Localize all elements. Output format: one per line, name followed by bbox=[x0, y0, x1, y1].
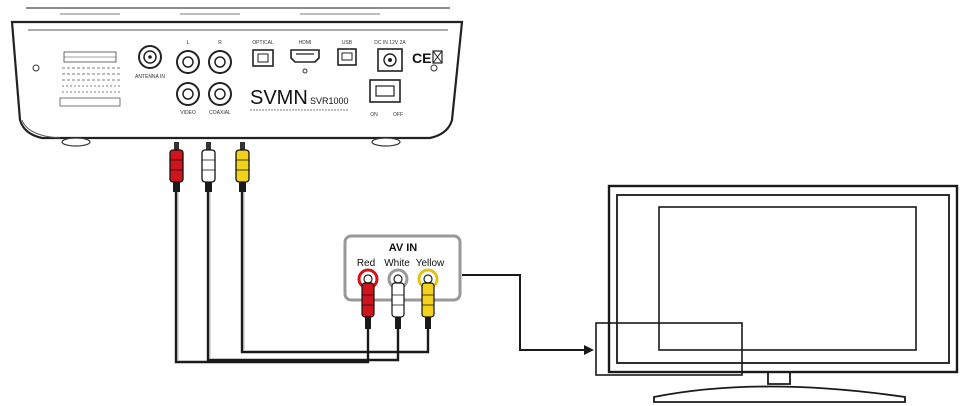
arrow-icon bbox=[584, 345, 594, 355]
brand-text: SVMN bbox=[250, 87, 308, 109]
dc-in-port: DC IN 12V 2A bbox=[374, 40, 406, 72]
panel-to-tv-connector bbox=[462, 274, 594, 355]
white-cable-wire bbox=[206, 190, 400, 362]
hdmi-port: HDMI bbox=[290, 40, 320, 74]
device-foot-left bbox=[61, 137, 91, 147]
red-panel-plug-icon bbox=[361, 282, 375, 329]
red-plug-icon bbox=[169, 142, 184, 192]
device-rear-panel: ANTENNA IN L R VIDEO COAXIAL OPTICAL bbox=[10, 7, 464, 147]
ce-mark-text: CE bbox=[412, 50, 431, 66]
usb-label: USB bbox=[342, 40, 353, 46]
switch-on-label: ON bbox=[370, 112, 378, 118]
coaxial-port: COAXIAL bbox=[208, 82, 232, 116]
rca-cables bbox=[169, 142, 430, 364]
coaxial-port-label: COAXIAL bbox=[209, 110, 231, 116]
audio-left-port: L bbox=[176, 40, 200, 74]
tv-stand bbox=[653, 385, 906, 403]
yellow-plug-icon bbox=[235, 142, 250, 192]
tv-icon bbox=[595, 184, 959, 403]
dc-in-label: DC IN 12V 2A bbox=[374, 40, 406, 46]
optical-port: OPTICAL bbox=[252, 40, 274, 67]
audio-right-port: R bbox=[208, 40, 232, 74]
red-cable-wire bbox=[174, 190, 370, 364]
ce-mark: CE bbox=[412, 50, 443, 66]
audio-right-label: R bbox=[218, 40, 222, 46]
switch-off-label: OFF bbox=[393, 112, 403, 118]
white-jack-label: White bbox=[384, 258, 410, 269]
antenna-in-label: ANTENNA IN bbox=[135, 74, 165, 80]
video-port-label: VIDEO bbox=[180, 110, 196, 116]
screw-icon bbox=[430, 64, 438, 72]
av-in-title: AV IN bbox=[389, 242, 418, 254]
device-foot-right bbox=[371, 137, 401, 147]
av-in-panel: AV IN Red White Yellow bbox=[343, 234, 462, 329]
screw-icon bbox=[32, 64, 40, 72]
usb-port: USB bbox=[337, 40, 357, 66]
tv-av-input-area bbox=[595, 322, 743, 376]
hdmi-label: HDMI bbox=[299, 40, 312, 46]
red-jack-label: Red bbox=[357, 258, 375, 269]
device-brand: SVMN SVR1000 bbox=[250, 87, 349, 111]
white-panel-plug-icon bbox=[391, 282, 405, 329]
white-plug-icon bbox=[201, 142, 216, 192]
device-label-sticker bbox=[59, 51, 121, 107]
yellow-panel-plug-icon bbox=[421, 282, 435, 329]
yellow-cable-wire bbox=[240, 190, 430, 354]
audio-left-label: L bbox=[187, 40, 190, 46]
power-switch: ON OFF bbox=[369, 79, 403, 118]
antenna-in-port: ANTENNA IN bbox=[135, 45, 165, 80]
model-text: SVR1000 bbox=[310, 96, 349, 106]
video-port: VIDEO bbox=[176, 82, 200, 116]
optical-label: OPTICAL bbox=[252, 40, 274, 46]
yellow-jack-label: Yellow bbox=[416, 258, 445, 269]
